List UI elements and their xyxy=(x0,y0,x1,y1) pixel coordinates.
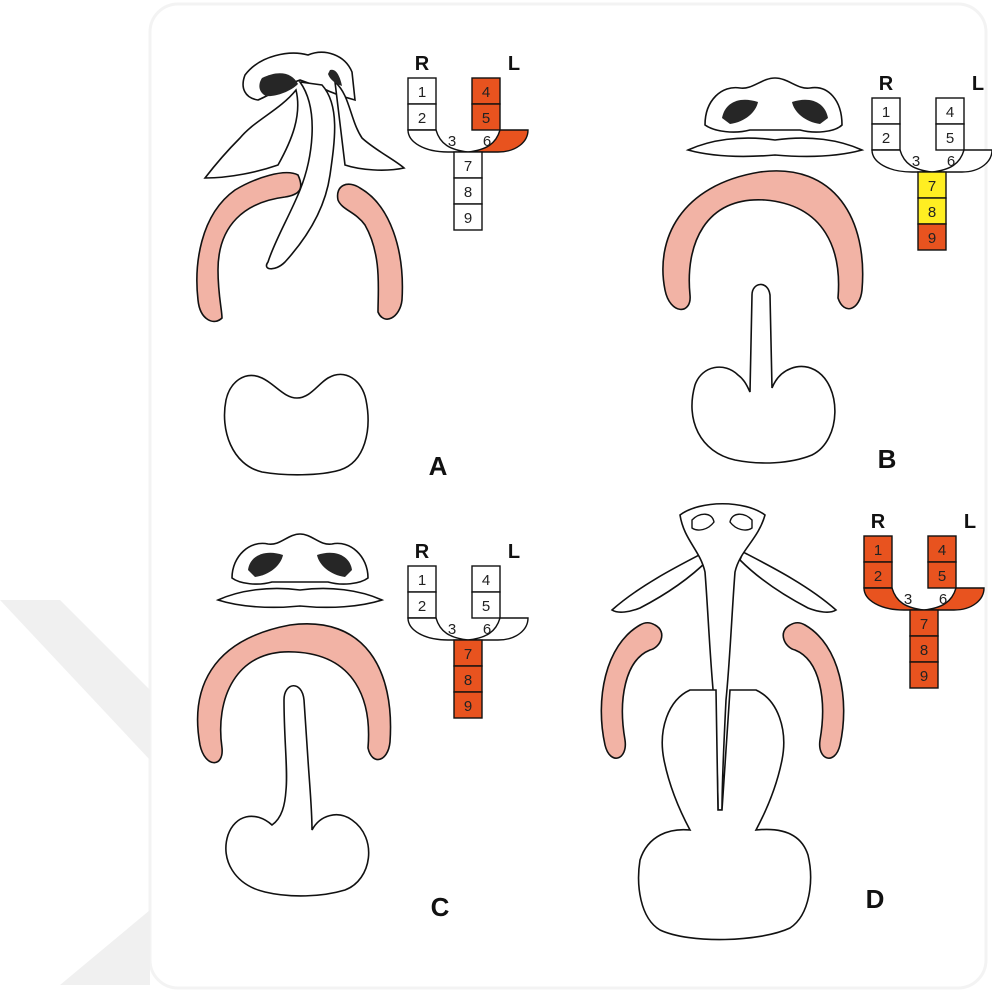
stripe-cell-number-8-a: 8 xyxy=(464,184,472,201)
stripe-cell-number-5-d: 5 xyxy=(938,568,946,585)
side-label-right-d: R xyxy=(871,511,886,533)
side-label-right-a: R xyxy=(415,53,430,75)
stripe-cell-number-2-b: 2 xyxy=(882,130,890,147)
side-label-left-b: L xyxy=(972,73,984,95)
stripe-cell-number-4-c: 4 xyxy=(482,572,490,589)
stripe-cell-number-9-b: 9 xyxy=(928,230,936,247)
stripe-cell-number-9-c: 9 xyxy=(464,698,472,715)
stripe-cell-number-6-c: 6 xyxy=(483,621,491,638)
stripe-cell-number-7-c: 7 xyxy=(464,646,472,663)
stripe-cell-number-2-d: 2 xyxy=(874,568,882,585)
stripe-cell-number-6-b: 6 xyxy=(947,153,955,170)
stripe-cell-number-5-a: 5 xyxy=(482,110,490,127)
stripe-cell-number-1-d: 1 xyxy=(874,542,882,559)
panel-label-d: D xyxy=(866,884,885,914)
stripe-cell-number-5-b: 5 xyxy=(946,130,954,147)
panel-label-c: C xyxy=(431,892,450,922)
stripe-cell-number-2-a: 2 xyxy=(418,110,426,127)
stripe-cell-number-8-c: 8 xyxy=(464,672,472,689)
stripe-cell-number-1-c: 1 xyxy=(418,572,426,589)
side-label-right-b: R xyxy=(879,73,894,95)
side-label-left-d: L xyxy=(964,511,976,533)
stripe-cell-number-8-d: 8 xyxy=(920,642,928,659)
stripe-cell-number-9-a: 9 xyxy=(464,210,472,227)
panel-label-b: B xyxy=(878,444,897,474)
stripe-cell-number-6-a: 6 xyxy=(483,133,491,150)
stripe-cell-number-2-c: 2 xyxy=(418,598,426,615)
stripe-cell-number-4-a: 4 xyxy=(482,84,490,101)
stripe-cell-number-7-a: 7 xyxy=(464,158,472,175)
stripe-cell-number-3-a: 3 xyxy=(448,133,456,150)
stripe-cell-number-1-b: 1 xyxy=(882,104,890,121)
stripe-cell-number-4-b: 4 xyxy=(946,104,954,121)
stripe-cell-number-9-d: 9 xyxy=(920,668,928,685)
stripe-cell-number-8-b: 8 xyxy=(928,204,936,221)
panel-label-a: A xyxy=(429,451,448,481)
stripe-cell-number-5-c: 5 xyxy=(482,598,490,615)
stripe-cell-number-3-b: 3 xyxy=(912,153,920,170)
side-label-right-c: R xyxy=(415,541,430,563)
side-label-left-a: L xyxy=(508,53,520,75)
stripe-cell-number-7-d: 7 xyxy=(920,616,928,633)
side-label-left-c: L xyxy=(508,541,520,563)
stripe-cell-number-3-c: 3 xyxy=(448,621,456,638)
stripe-cell-number-7-b: 7 xyxy=(928,178,936,195)
stripe-cell-number-4-d: 4 xyxy=(938,542,946,559)
stripe-cell-number-3-d: 3 xyxy=(904,591,912,608)
stripe-cell-number-1-a: 1 xyxy=(418,84,426,101)
stripe-cell-number-6-d: 6 xyxy=(939,591,947,608)
